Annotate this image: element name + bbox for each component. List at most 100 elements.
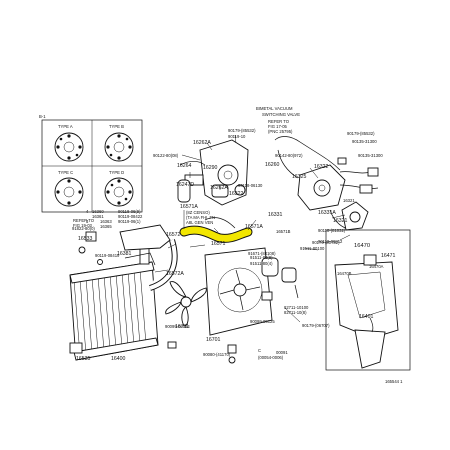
part-label: 90135-31300 [358,153,383,158]
part-label: 16571A [245,224,263,230]
engine-note-3: A8L GEN VEN [186,220,213,225]
fig-ref-2: FIG 17-05 [268,124,288,129]
part-label: 90179-(06707) [302,323,330,328]
fan-type-c-label: TYPE C [58,170,73,175]
fig-ref-1: REFER TO [268,119,290,124]
part-label: 4 [86,209,89,214]
part-label: 00091 [276,350,288,355]
part-label: 16331 [268,212,283,218]
fig-ref-left-1: REFER TO [73,218,95,223]
part-label: 90179-(85532) [228,128,256,133]
part-label: 16360 [92,209,104,214]
part-label: 91822-80(0) [72,226,95,231]
part-label: 16535 [76,356,91,362]
bimetal-note-2: SWITCHING VALVE [262,112,300,117]
part-label: 90135-31300 [352,139,377,144]
part-label: 90118-(81032) [318,228,346,233]
part-label: 16262A [193,140,211,146]
bimetal-valve-assembly [274,136,379,231]
part-label: 16470A [369,264,384,269]
part-label: 91511-80100 [300,246,325,251]
part-label: 16572 [166,232,181,238]
part-label: 16264 [177,163,192,169]
cooling-fan [165,281,207,327]
part-label: 91671-(84108) [248,251,276,256]
part-label: 16365 [100,224,112,229]
part-label: 90179-(80732) [312,240,340,245]
fan-type-inset: B-1 TYPE A TYPE B TYPE C TYPE D [39,114,143,213]
part-label: 90119-08422 [118,214,143,219]
part-label: 16711 [175,324,189,330]
part-label: 16571 [211,241,226,247]
part-label: 90179-(85532) [347,131,375,136]
part-label: 90119-06(1) [118,219,141,224]
part-label: 16262A [210,185,228,191]
part-label: 16322 [229,191,244,197]
part-label: 16571B [276,229,291,234]
part-label: 90099-05125 [250,319,275,324]
part-label: 16571A [180,204,198,210]
part-label: 165544 1 [385,379,403,384]
part-label: 16470 [354,243,370,249]
fan-type-d-label: TYPE D [109,170,124,175]
engine-note-1: (8Z CENSO) [186,210,210,215]
part-label: 16321 [333,218,348,224]
fan-shroud [204,247,273,336]
bypass-hose [177,179,246,203]
part-label: 90099-05164 [165,324,190,329]
part-label: (00054-0006) [258,355,284,360]
part-label: 90118-06130 [238,183,263,188]
part-label: 16325 [292,174,307,180]
radiator-cap [139,247,150,265]
fan-type-b-label: TYPE B [109,124,124,129]
part-label: 16701 [206,337,221,343]
engine-note-2: (TA MA FHL FN [186,215,215,220]
fan-type-a-label: TYPE A [58,124,73,129]
part-label: 16322 [314,164,329,170]
leader-lines [154,134,351,323]
part-label: 16260 [265,162,280,168]
part-label: 16572A [166,271,184,277]
upper-radiator-hose-fill [180,226,252,242]
part-label: 16361 [92,214,104,219]
inset-header: B-1 [39,114,46,119]
part-label: 16381 [117,251,132,257]
part-label: 16400 [111,356,126,362]
part-label: 91511-80(8) [250,255,273,260]
part-label: 16290 [203,165,218,171]
left-bracket-parts [78,224,171,266]
part-label: 16331A [318,210,336,216]
part-label: 16247D [176,182,194,188]
part-label: 16470B [337,271,352,276]
part-label: 90142-80(972) [275,153,303,158]
part-label: 90122-80(08) [153,153,179,158]
fan-type-a-icon [54,132,84,162]
lower-misc-parts [167,341,237,364]
part-label: 82711-10(8) [284,310,307,315]
part-label: 16401 [359,314,374,320]
radiator [69,247,159,361]
reservoir-tank [325,229,411,371]
part-label: 16533 [78,236,93,242]
part-label: 3 [86,219,89,224]
fan-motor [261,257,299,301]
part-label: 90119-06812 [318,239,343,244]
fan-type-d-icon [104,177,134,207]
part-label: 16321 [343,198,355,203]
fan-type-c-icon [54,177,84,207]
fig-ref-left-2: FIG 19-03 [73,223,93,228]
part-label: 90119-08419 [95,253,120,258]
part-label: C [258,348,261,353]
part-label: 90119-10 [228,134,246,139]
part-label: 16471 [381,253,396,259]
part-label: 90080-(41170) [203,352,231,357]
part-label: 82711-10100 [284,305,309,310]
part-label: 91511-80(4) [250,261,273,266]
part-label: 16363 [100,219,112,224]
part-label: 90118-06(9) [118,209,141,214]
fan-type-b-icon [104,132,134,162]
drain-cock [69,342,83,354]
fig-ref-3: (PNC 25795) [268,129,293,134]
bimetal-note-1: BIMETAL VACUUM [256,106,293,111]
